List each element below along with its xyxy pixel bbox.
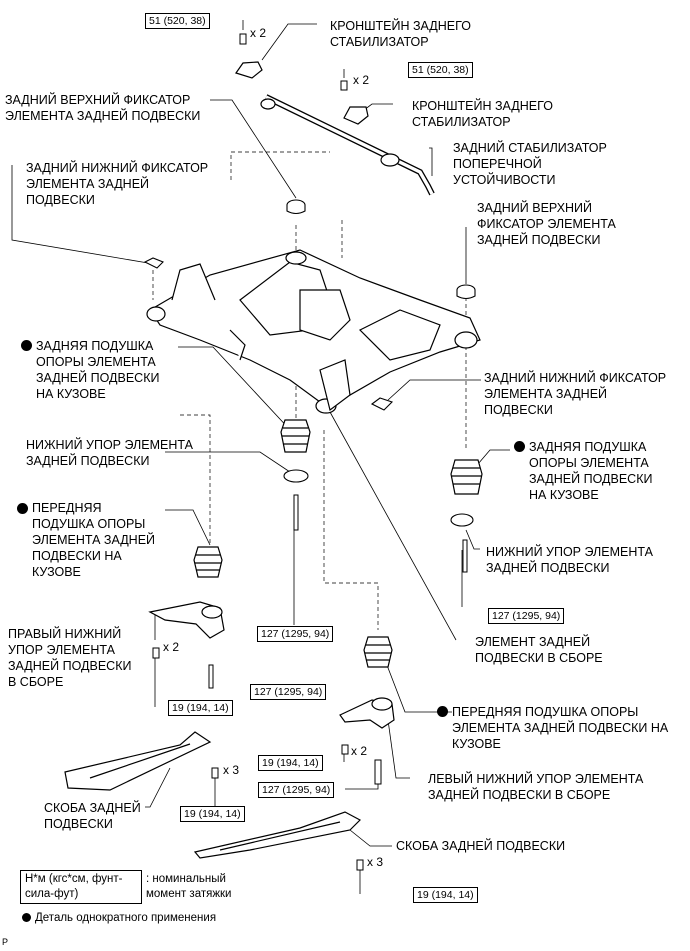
label-stabilizer-bracket: КРОНШТЕЙН ЗАДНЕГО СТАБИЛИЗАТОР (412, 99, 553, 129)
non-reusable-mark (437, 706, 448, 717)
label-rear-cushion-right: ЗАДНЯЯ ПОДУШКА ОПОРЫ ЭЛЕМЕНТА ЗАДНЕЙ ПОД… (529, 440, 653, 502)
legend-non-reusable: Деталь однократного применения (35, 912, 217, 924)
torque-value: 127 (1295, 94) (257, 626, 334, 642)
label-lower-stopper-left: НИЖНИЙ УПОР ЭЛЕМЕНТА ЗАДНЕЙ ПОДВЕСКИ (26, 438, 193, 468)
label-lower-stopper-right: НИЖНИЙ УПОР ЭЛЕМЕНТА ЗАДНЕЙ ПОДВЕСКИ (486, 545, 653, 575)
quantity-mark: x 3 (223, 763, 240, 777)
torque-value: 19 (194, 14) (258, 755, 323, 771)
label-stabilizer-bar: ЗАДНИЙ СТАБИЛИЗАТОР ПОПЕРЕЧНОЙ УСТОЙЧИВО… (453, 141, 607, 187)
label-lower-retainer-left: ЗАДНИЙ НИЖНИЙ ФИКСАТОР ЭЛЕМЕНТА ЗАДНЕЙ П… (26, 161, 209, 207)
torque-value: 19 (194, 14) (168, 700, 233, 716)
torque-value: 127 (1295, 94) (258, 782, 335, 798)
legend-unit-box: Н*м (кгс*см, фунт- сила-фут) (20, 870, 142, 904)
corner-mark: P (2, 937, 9, 947)
non-reusable-mark (21, 340, 32, 351)
torque-value: 51 (520, 38) (408, 62, 473, 78)
non-reusable-mark (22, 913, 31, 922)
label-lh-lower-stopper: ЛЕВЫЙ НИЖНИЙ УПОР ЭЛЕМЕНТА ЗАДНЕЙ ПОДВЕС… (428, 772, 644, 802)
non-reusable-mark (514, 441, 525, 452)
label-member-assembly: ЭЛЕМЕНТ ЗАДНЕЙ ПОДВЕСКИ В СБОРЕ (475, 635, 603, 665)
label-brace-left: СКОБА ЗАДНЕЙ ПОДВЕСКИ (44, 801, 141, 831)
torque-value: 19 (194, 14) (413, 887, 478, 903)
quantity-mark: x 2 (250, 26, 267, 40)
quantity-mark: x 2 (353, 73, 370, 87)
label-front-cushion-left: ПЕРЕДНЯЯ ПОДУШКА ОПОРЫ ЭЛЕМЕНТА ЗАДНЕЙ П… (32, 501, 156, 579)
label-stabilizer-bracket: КРОНШТЕЙН ЗАДНЕГО СТАБИЛИЗАТОР (330, 19, 471, 49)
quantity-mark: x 2 (351, 744, 368, 758)
quantity-mark: x 2 (163, 640, 180, 654)
label-brace-right: СКОБА ЗАДНЕЙ ПОДВЕСКИ (396, 839, 566, 853)
label-upper-retainer-right: ЗАДНИЙ ВЕРХНИЙ ФИКСАТОР ЭЛЕМЕНТА ЗАДНЕЙ … (477, 201, 616, 247)
label-upper-retainer-left: ЗАДНИЙ ВЕРХНИЙ ФИКСАТОР ЭЛЕМЕНТА ЗАДНЕЙ … (5, 93, 201, 123)
torque-value: 51 (520, 38) (145, 13, 210, 29)
label-front-cushion-right: ПЕРЕДНЯЯ ПОДУШКА ОПОРЫ ЭЛЕМЕНТА ЗАДНЕЙ П… (452, 705, 669, 751)
torque-value: 19 (194, 14) (180, 806, 245, 822)
non-reusable-mark (17, 503, 28, 514)
torque-value: 127 (1295, 94) (488, 608, 565, 624)
legend-unit-description: : номинальный момент затяжки (146, 873, 232, 900)
torque-value: 127 (1295, 94) (250, 684, 327, 700)
label-rh-lower-stopper: ПРАВЫЙ НИЖНИЙ УПОР ЭЛЕМЕНТА ЗАДНЕЙ ПОДВЕ… (8, 627, 132, 689)
label-lower-retainer-right: ЗАДНИЙ НИЖНИЙ ФИКСАТОР ЭЛЕМЕНТА ЗАДНЕЙ П… (484, 371, 667, 417)
quantity-mark: x 3 (367, 855, 384, 869)
label-rear-cushion-left: ЗАДНЯЯ ПОДУШКА ОПОРЫ ЭЛЕМЕНТА ЗАДНЕЙ ПОД… (36, 339, 160, 401)
